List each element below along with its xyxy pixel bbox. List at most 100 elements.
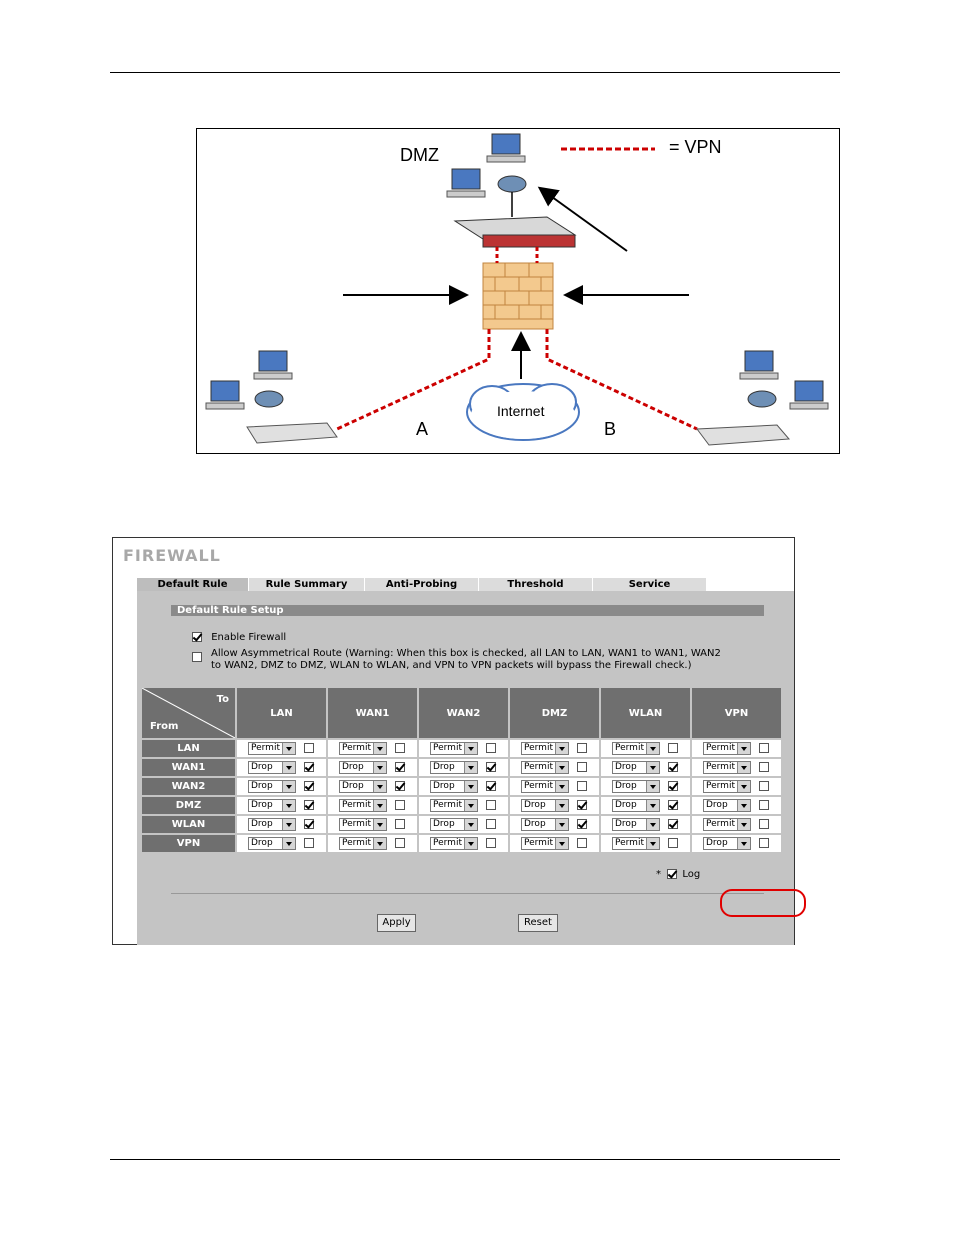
rule-cell: Permit	[326, 833, 419, 854]
action-select[interactable]: Drop	[248, 761, 296, 774]
chevron-down-icon	[464, 743, 477, 754]
reset-button[interactable]: Reset	[518, 914, 558, 932]
action-select[interactable]: Drop	[430, 780, 478, 793]
action-select[interactable]: Drop	[521, 799, 569, 812]
log-checkbox[interactable]	[486, 781, 496, 791]
column-header: WLAN	[599, 686, 692, 740]
action-select[interactable]: Permit	[703, 761, 751, 774]
log-checkbox[interactable]	[304, 762, 314, 772]
action-select[interactable]: Permit	[703, 742, 751, 755]
action-select[interactable]: Drop	[248, 780, 296, 793]
action-select[interactable]: Drop	[612, 780, 660, 793]
action-select-value: Drop	[524, 800, 546, 810]
rule-cell: Permit	[599, 833, 692, 854]
action-select[interactable]: Permit	[430, 742, 478, 755]
action-select[interactable]: Permit	[430, 799, 478, 812]
tab-default-rule[interactable]: Default Rule	[137, 578, 249, 591]
log-checkbox[interactable]	[668, 781, 678, 791]
action-select[interactable]: Permit	[521, 837, 569, 850]
log-checkbox[interactable]	[395, 762, 405, 772]
log-checkbox[interactable]	[668, 743, 678, 753]
action-select[interactable]: Drop	[248, 799, 296, 812]
rule-cell: Permit	[508, 738, 601, 759]
action-select[interactable]: Drop	[430, 818, 478, 831]
log-checkbox[interactable]	[759, 800, 769, 810]
apply-button[interactable]: Apply	[377, 914, 416, 932]
action-select[interactable]: Permit	[521, 761, 569, 774]
action-select[interactable]: Drop	[248, 837, 296, 850]
chevron-down-icon	[373, 819, 386, 830]
action-select-value: Drop	[524, 819, 546, 829]
rule-cell: Permit	[690, 757, 783, 778]
action-select[interactable]: Drop	[612, 818, 660, 831]
action-select[interactable]: Permit	[612, 742, 660, 755]
action-select[interactable]: Permit	[248, 742, 296, 755]
chevron-down-icon	[737, 762, 750, 773]
log-checkbox[interactable]	[304, 819, 314, 829]
action-select[interactable]: Drop	[703, 799, 751, 812]
log-checkbox[interactable]	[668, 762, 678, 772]
action-select[interactable]: Drop	[612, 761, 660, 774]
log-checkbox[interactable]	[486, 838, 496, 848]
log-checkbox[interactable]	[577, 743, 587, 753]
log-checkbox[interactable]	[395, 743, 405, 753]
action-select-value: Permit	[706, 743, 735, 753]
log-checkbox[interactable]	[577, 819, 587, 829]
log-checkbox[interactable]	[668, 838, 678, 848]
action-select[interactable]: Permit	[521, 780, 569, 793]
log-checkbox[interactable]	[577, 800, 587, 810]
site-a-hub-icon	[254, 390, 284, 408]
action-select[interactable]: Drop	[339, 761, 387, 774]
log-checkbox[interactable]	[486, 762, 496, 772]
row-header: WAN1	[140, 757, 237, 778]
log-checkbox[interactable]	[577, 762, 587, 772]
log-checkbox[interactable]	[759, 781, 769, 791]
corner-from-label: From	[150, 721, 179, 732]
action-select[interactable]: Permit	[339, 799, 387, 812]
log-checkbox[interactable]	[395, 838, 405, 848]
action-select[interactable]: Permit	[612, 837, 660, 850]
legend-label: = VPN	[669, 137, 722, 157]
chevron-down-icon	[646, 800, 659, 811]
log-checkbox[interactable]	[304, 743, 314, 753]
log-checkbox[interactable]	[759, 762, 769, 772]
log-checkbox[interactable]	[486, 743, 496, 753]
action-select[interactable]: Drop	[248, 818, 296, 831]
action-select[interactable]: Drop	[339, 780, 387, 793]
action-select[interactable]: Permit	[339, 837, 387, 850]
tab-rule-summary[interactable]: Rule Summary	[249, 578, 365, 591]
tab-service[interactable]: Service	[593, 578, 707, 591]
action-select[interactable]: Permit	[703, 818, 751, 831]
log-checkbox[interactable]	[759, 743, 769, 753]
log-checkbox[interactable]	[577, 838, 587, 848]
action-select[interactable]: Permit	[521, 742, 569, 755]
log-checkbox[interactable]	[304, 800, 314, 810]
asymmetrical-route-checkbox[interactable]	[192, 652, 202, 662]
enable-firewall-checkbox[interactable]	[192, 632, 202, 642]
tab-threshold[interactable]: Threshold	[479, 578, 593, 591]
log-checkbox[interactable]	[304, 838, 314, 848]
log-checkbox[interactable]	[395, 781, 405, 791]
tab-anti-probing[interactable]: Anti-Probing	[365, 578, 479, 591]
log-checkbox[interactable]	[759, 838, 769, 848]
action-select[interactable]: Drop	[521, 818, 569, 831]
log-checkbox[interactable]	[486, 800, 496, 810]
log-checkbox[interactable]	[304, 781, 314, 791]
log-checkbox[interactable]	[668, 819, 678, 829]
log-checkbox[interactable]	[577, 781, 587, 791]
log-checkbox[interactable]	[395, 800, 405, 810]
action-select[interactable]: Permit	[339, 742, 387, 755]
action-select[interactable]: Permit	[703, 780, 751, 793]
log-checkbox[interactable]	[395, 819, 405, 829]
action-select[interactable]: Drop	[430, 761, 478, 774]
log-checkbox[interactable]	[759, 819, 769, 829]
action-select[interactable]: Drop	[703, 837, 751, 850]
action-select[interactable]: Permit	[430, 837, 478, 850]
action-select[interactable]: Permit	[339, 818, 387, 831]
action-select[interactable]: Drop	[612, 799, 660, 812]
log-checkbox[interactable]	[486, 819, 496, 829]
chevron-down-icon	[737, 800, 750, 811]
log-checkbox[interactable]	[668, 800, 678, 810]
column-header: WAN2	[417, 686, 510, 740]
